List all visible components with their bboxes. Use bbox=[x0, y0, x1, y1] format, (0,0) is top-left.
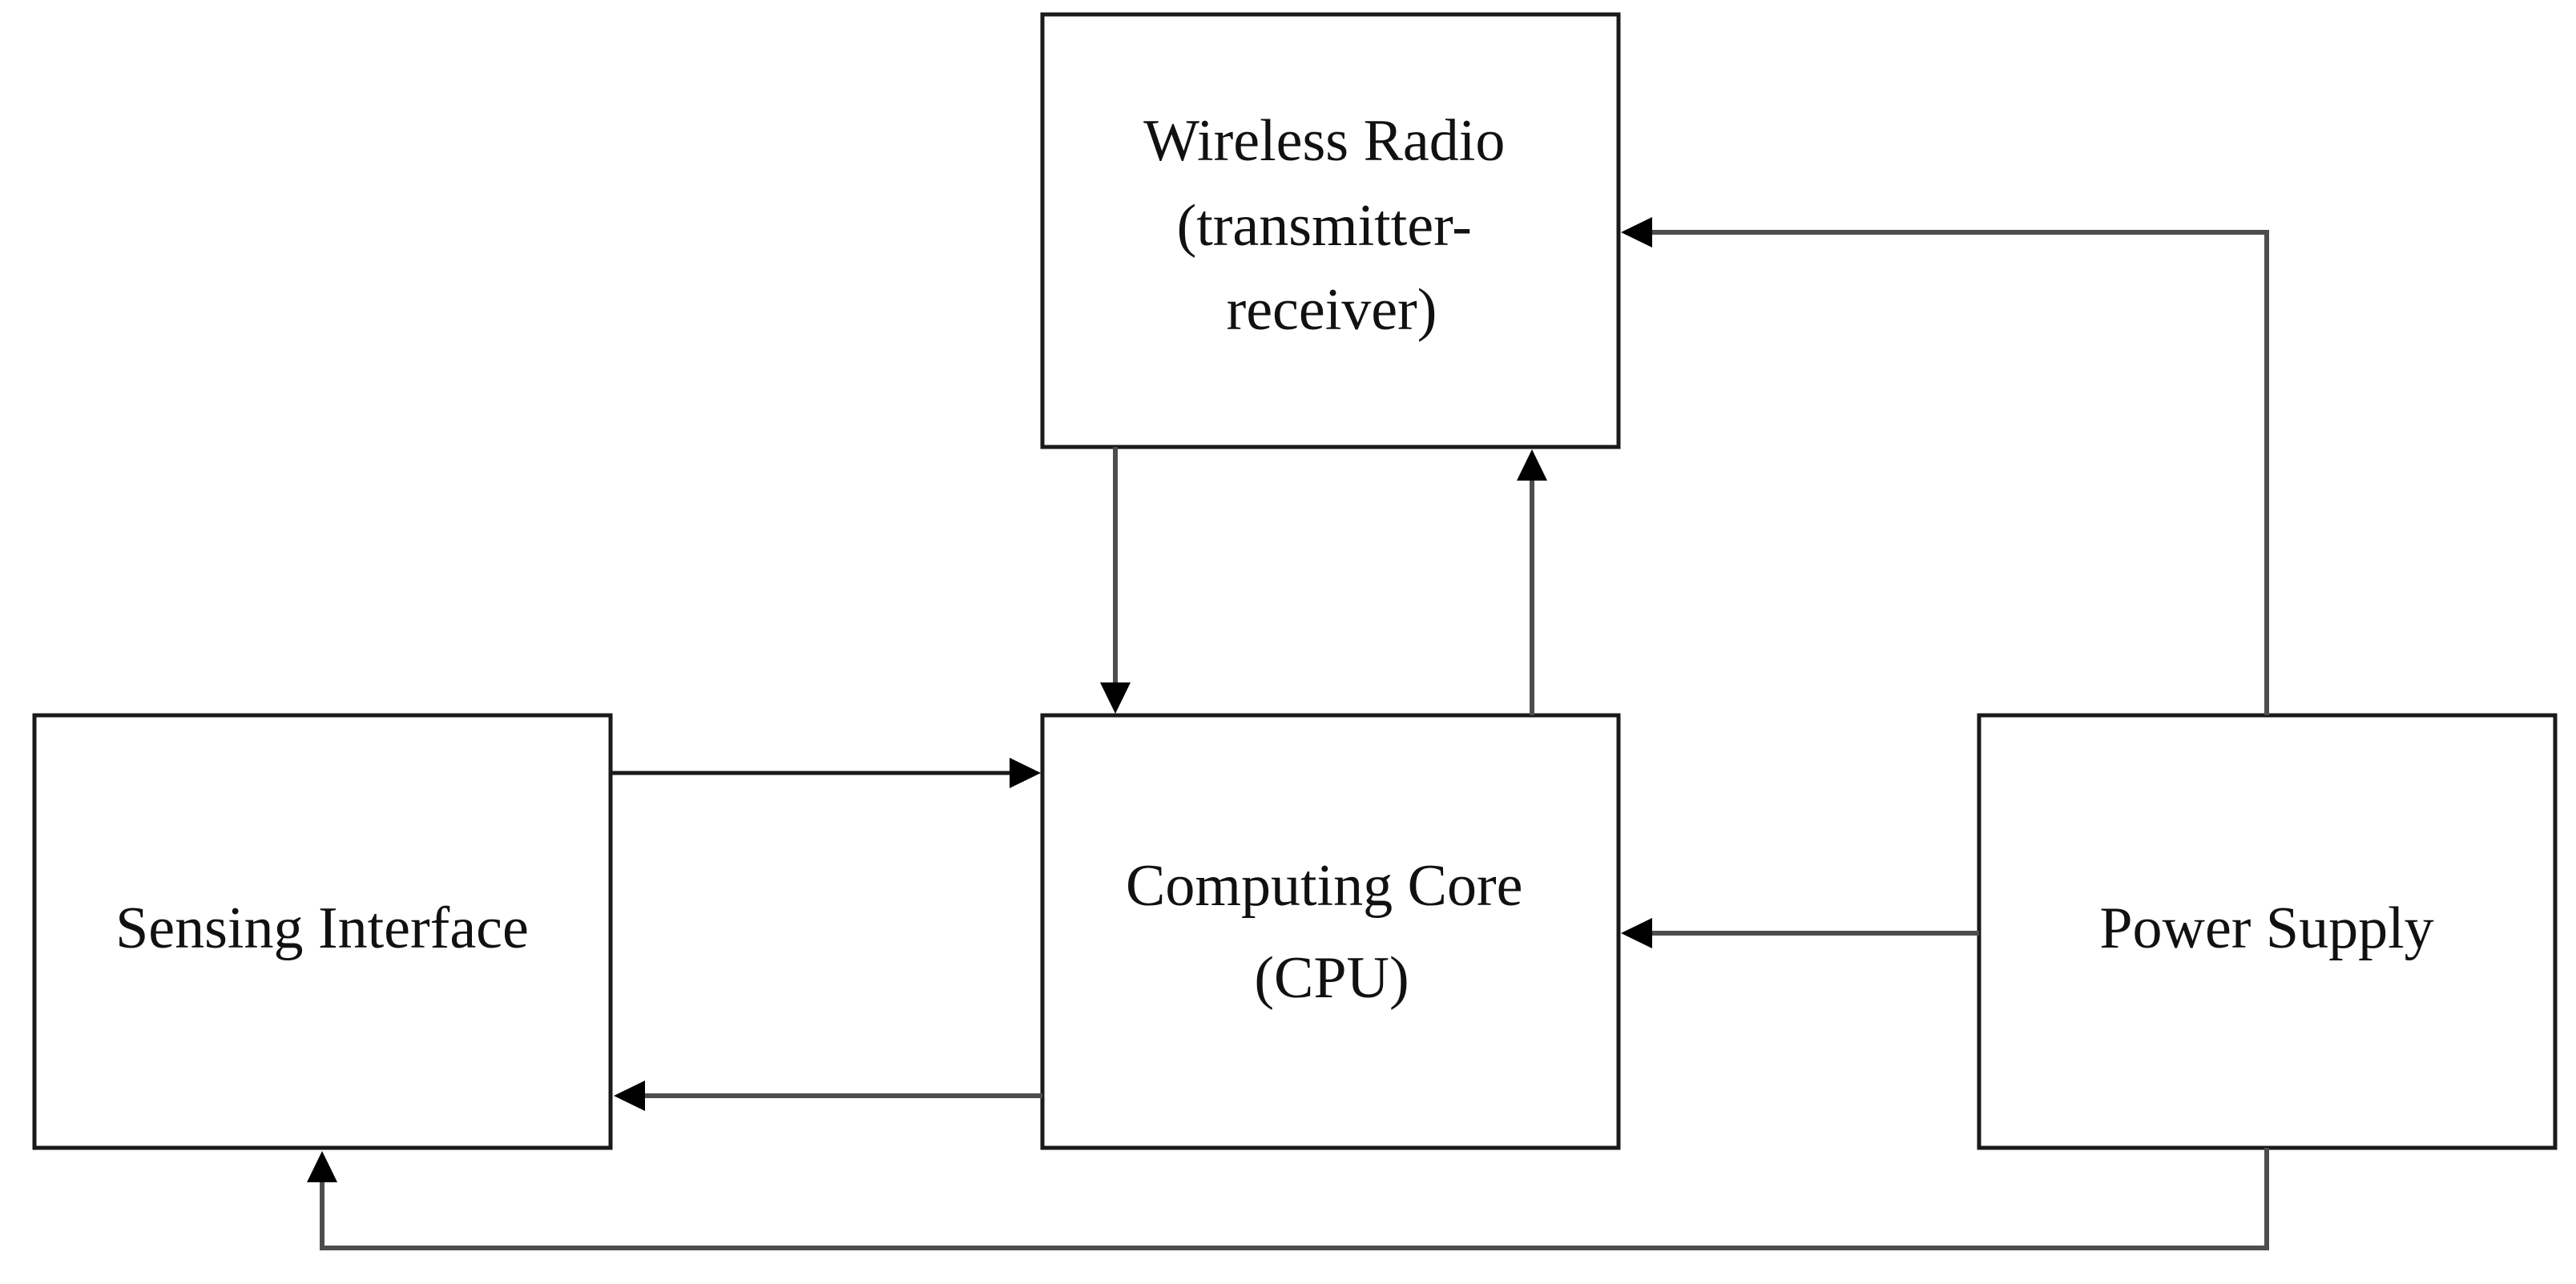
computing-core-label-line-1: Computing Core bbox=[1126, 853, 1522, 919]
computing-core-block: Computing Core (CPU) bbox=[1040, 713, 1621, 1150]
connector-line bbox=[1646, 230, 2269, 715]
connector-sensing-to-cpu bbox=[611, 758, 1041, 788]
sensing-interface-label: Sensing Interface bbox=[115, 896, 529, 961]
wireless-radio-label-line-1: Wireless Radio bbox=[1143, 108, 1505, 174]
wireless-radio-box bbox=[1040, 12, 1621, 449]
connector-power-to-sensing bbox=[307, 1148, 2269, 1250]
wireless-radio-label: Wireless Radio (transmitter- receiver) bbox=[1143, 108, 1520, 343]
arrowhead-up bbox=[1517, 449, 1547, 481]
arrowhead-left bbox=[614, 1081, 645, 1111]
sensing-interface-box bbox=[32, 713, 613, 1150]
power-supply-block: Power Supply bbox=[1977, 713, 2558, 1150]
computing-core-label-line-2: (CPU) bbox=[1254, 945, 1409, 1011]
wireless-radio-label-line-3: receiver) bbox=[1227, 277, 1437, 343]
arrowhead-up bbox=[307, 1151, 337, 1182]
wireless-radio-label-line-2: (transmitter- bbox=[1177, 193, 1472, 259]
connector-radio-to-cpu bbox=[1100, 447, 1131, 714]
power-supply-label-line-1: Power Supply bbox=[2099, 896, 2433, 961]
wireless-radio-block: Wireless Radio (transmitter- receiver) bbox=[1040, 12, 1621, 449]
arrowhead-down bbox=[1100, 682, 1131, 714]
arrowhead-right bbox=[1010, 758, 1041, 788]
connector-cpu-to-sensing bbox=[614, 1081, 1042, 1111]
arrowhead-left bbox=[1621, 918, 1652, 948]
arrowhead-left bbox=[1621, 217, 1652, 248]
power-supply-box bbox=[1977, 713, 2558, 1150]
power-supply-label: Power Supply bbox=[2099, 896, 2433, 961]
sensing-interface-block: Sensing Interface bbox=[32, 713, 613, 1150]
computing-core-label: Computing Core (CPU) bbox=[1126, 853, 1538, 1011]
computing-core-box bbox=[1040, 713, 1621, 1150]
connector-cpu-to-radio bbox=[1517, 449, 1547, 715]
connector-power-to-cpu bbox=[1621, 918, 1979, 948]
sensing-interface-label-line-1: Sensing Interface bbox=[115, 896, 529, 961]
connector-line bbox=[320, 1148, 2269, 1250]
connector-power-to-radio bbox=[1621, 217, 2269, 715]
